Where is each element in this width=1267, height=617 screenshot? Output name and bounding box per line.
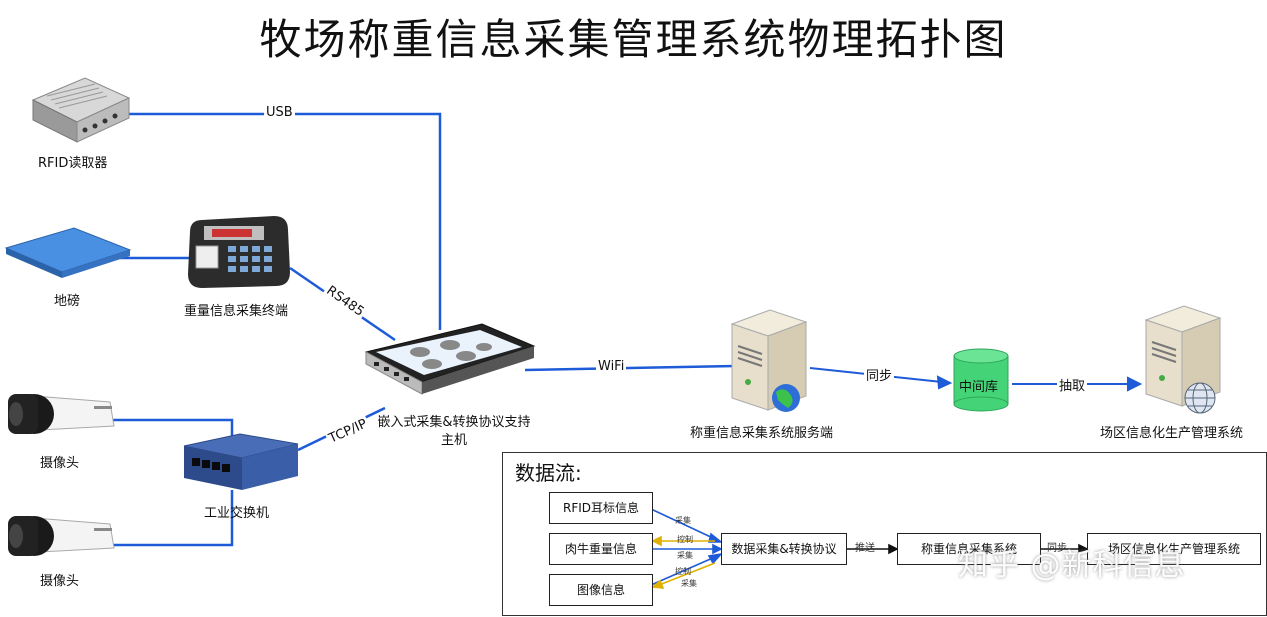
floor-scale-icon — [4, 227, 132, 278]
page-title: 牧场称重信息采集管理系统物理拓扑图 — [259, 15, 1008, 64]
collect-label-3: 采集 — [681, 579, 697, 588]
collect-label-1: 采集 — [675, 516, 691, 525]
sync-arrow — [936, 375, 953, 390]
network-switch-icon — [183, 433, 299, 490]
switch-label: 工业交换机 — [204, 506, 270, 521]
weigh-terminal-label: 重量信息采集终端 — [184, 304, 289, 319]
weigh-system-box: 称重信息采集系统 — [897, 533, 1041, 565]
camera-2-label: 摄像头 — [40, 574, 80, 589]
farm-system-label: 场区信息化生产管理系统 — [1100, 426, 1244, 441]
rfid-reader-label: RFID读取器 — [38, 156, 108, 171]
dataflow-arrows — [650, 508, 1089, 589]
push-label: 推送 — [855, 543, 875, 554]
database-icon — [953, 348, 1009, 412]
embedded-host-icon — [364, 323, 536, 395]
database-label: 中间库 — [959, 380, 999, 395]
image-info-box: 图像信息 — [549, 574, 653, 606]
camera-2-icon — [8, 516, 115, 556]
collect-convert-box: 数据采集&转换协议 — [721, 533, 847, 565]
usb-line — [118, 112, 442, 330]
sync-label: 同步 — [864, 365, 895, 384]
floor-scale-label: 地磅 — [54, 294, 81, 309]
extract-arrow — [1127, 376, 1143, 392]
rfid-reader-icon — [31, 77, 131, 143]
dataflow-panel: 数据流: RFID耳标信息 肉牛重量信息 图像信息 数据采集&转换协议 称重信息… — [502, 452, 1267, 616]
weight-info-box: 肉牛重量信息 — [549, 533, 653, 565]
wifi-label: WiFi — [596, 359, 627, 374]
watermark: 知乎 @新科信息 — [958, 548, 1186, 583]
farm-system-box: 场区信息化生产管理系统 — [1087, 533, 1261, 565]
collect-label-2: 采集 — [677, 551, 693, 560]
camera2-line — [112, 490, 234, 547]
weigh-terminal-icon — [188, 216, 290, 288]
control-label-1: 控制 — [677, 535, 693, 544]
server-label: 称重信息采集系统服务端 — [690, 426, 834, 441]
extract-label: 抽取 — [1057, 375, 1088, 394]
sync-flow-label: 同步 — [1047, 543, 1067, 554]
camera-1-label: 摄像头 — [40, 456, 80, 471]
camera-1-icon — [8, 394, 115, 434]
control-label-2: 控制 — [675, 567, 691, 576]
host-label: 嵌入式采集&转换协议支持主机 — [377, 415, 531, 448]
rfid-info-box: RFID耳标信息 — [549, 492, 653, 524]
farm-server-icon — [1144, 305, 1222, 414]
server-icon — [730, 309, 808, 412]
camera1-line — [112, 418, 234, 440]
dataflow-title: 数据流: — [515, 461, 582, 485]
wifi-line — [524, 364, 736, 372]
usb-label: USB — [264, 105, 295, 120]
